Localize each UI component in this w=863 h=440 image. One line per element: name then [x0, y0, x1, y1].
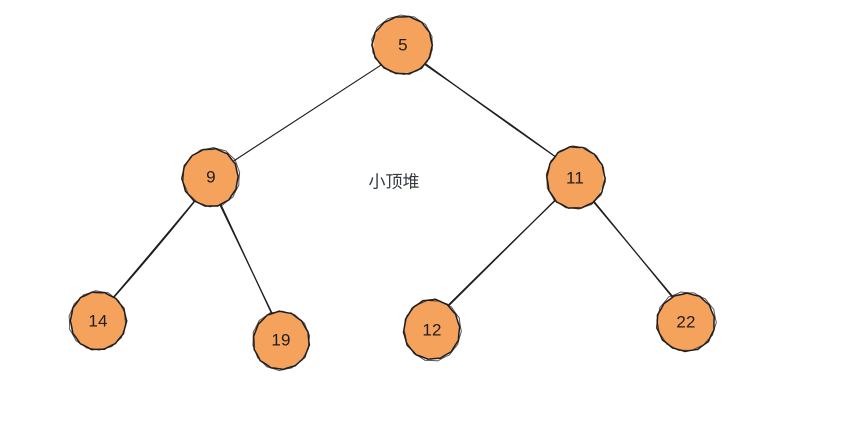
node-fill [70, 291, 126, 351]
tree-node-12[interactable] [402, 298, 462, 362]
node-fill [373, 15, 434, 74]
tree-edge [231, 64, 383, 163]
tree-node-19[interactable] [252, 310, 311, 372]
node-outline [68, 290, 127, 351]
tree-edge [113, 198, 197, 298]
node-fill [657, 292, 715, 351]
tree-edge [446, 197, 558, 308]
tree-edge [591, 199, 675, 299]
node-outline [403, 299, 462, 362]
edge-layer [113, 63, 675, 316]
node-outline [371, 14, 433, 76]
tree-node-22[interactable] [656, 291, 717, 353]
tree-node-9[interactable] [181, 146, 241, 208]
node-outline [182, 146, 241, 208]
tree-node-5[interactable] [371, 14, 434, 76]
tree-edge [424, 63, 558, 159]
node-outline [545, 145, 606, 210]
node-outline [252, 310, 311, 372]
tree-node-14[interactable] [68, 290, 128, 351]
node-fill [182, 148, 239, 206]
node-fill [404, 299, 460, 360]
node-fill [253, 310, 309, 370]
node-fill [546, 146, 605, 210]
node-layer [68, 14, 717, 372]
tree-edge [218, 202, 274, 316]
tree-node-11[interactable] [545, 145, 607, 210]
node-outline [656, 291, 717, 352]
diagram-caption: 小顶堆 [368, 172, 420, 193]
